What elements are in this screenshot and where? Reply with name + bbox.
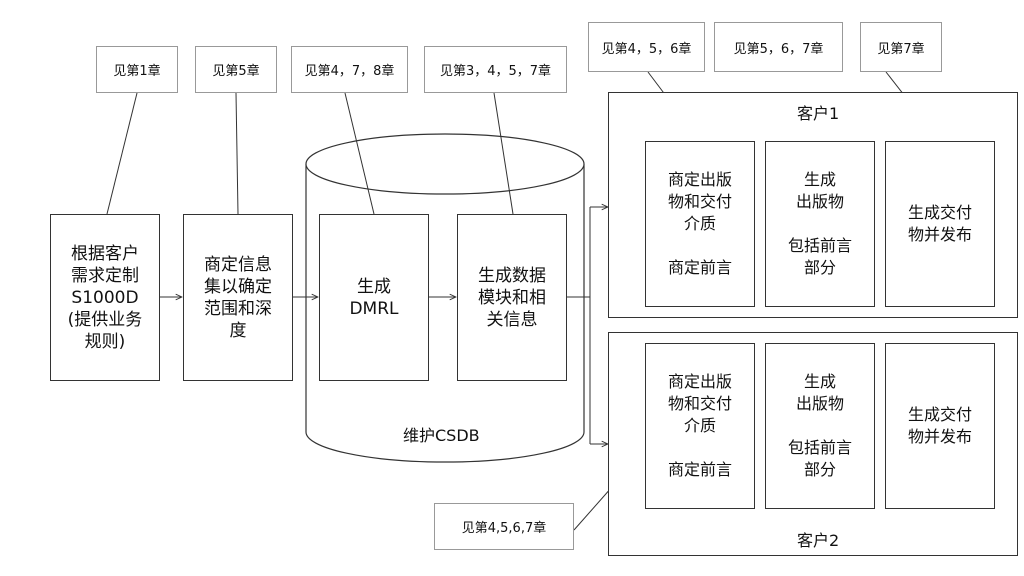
client-1-agree-publication: 商定出版 物和交付 介质 商定前言 bbox=[645, 141, 755, 307]
client-2-generate-publication: 生成 出版物 包括前言 部分 bbox=[765, 343, 875, 509]
step-customize-s1000d: 根据客户 需求定制 S1000D (提供业务 规则) bbox=[50, 214, 160, 381]
client-2-title: 客户2 bbox=[797, 531, 840, 550]
flow-arrows bbox=[159, 207, 608, 444]
step-agree-information-set: 商定信息 集以确定 范围和深 度 bbox=[183, 214, 293, 381]
client-2-agree-publication: 商定出版 物和交付 介质 商定前言 bbox=[645, 343, 755, 509]
note-chapter-1: 见第1章 bbox=[96, 46, 178, 93]
note-chapter-5: 见第5章 bbox=[195, 46, 277, 93]
client-1-generate-publication: 生成 出版物 包括前言 部分 bbox=[765, 141, 875, 307]
step-generate-data-modules: 生成数据 模块和相 关信息 bbox=[457, 214, 567, 381]
note-chapter-4-7-8: 见第4，7，8章 bbox=[291, 46, 408, 93]
csdb-label: 维护CSDB bbox=[403, 426, 480, 445]
step-generate-dmrl: 生成 DMRL bbox=[319, 214, 429, 381]
client-1-title: 客户1 bbox=[797, 104, 840, 123]
note-chapter-4-5-6: 见第4，5，6章 bbox=[588, 22, 705, 72]
note-chapter-5-6-7: 见第5，6，7章 bbox=[714, 22, 843, 72]
client-1-generate-deliverable: 生成交付 物并发布 bbox=[885, 141, 995, 307]
note-chapter-3-4-5-7: 见第3，4，5，7章 bbox=[424, 46, 567, 93]
client-2-generate-deliverable: 生成交付 物并发布 bbox=[885, 343, 995, 509]
note-chapter-7: 见第7章 bbox=[860, 22, 942, 72]
note-chapter-4-5-6-7: 见第4,5,6,7章 bbox=[434, 503, 574, 550]
